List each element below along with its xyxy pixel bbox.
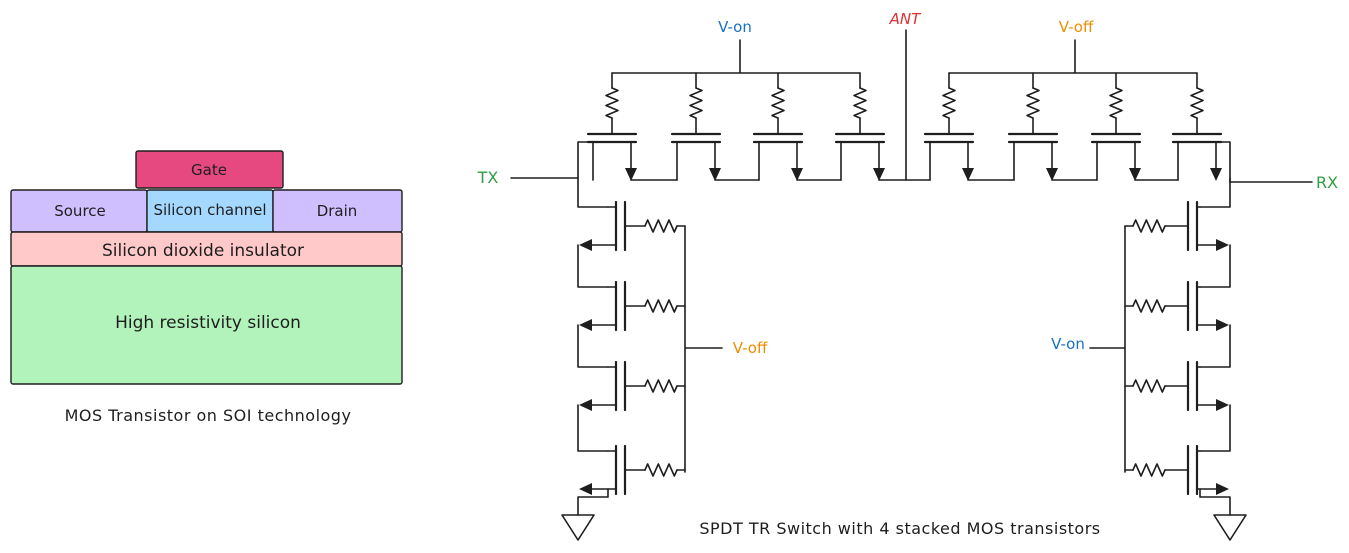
v-off-top-label: V-off: [1059, 18, 1094, 36]
shunt-rx-4-arrow: [1216, 483, 1229, 495]
series-tx-3-arrow: [791, 168, 803, 181]
series-rx-1-resistor: [942, 87, 956, 119]
series-rx-4-terminals: [1177, 141, 1217, 181]
shunt-rx-4-terminals: [1196, 450, 1217, 490]
shunt-rx-3-resistor: [1132, 379, 1166, 393]
series-rx-3-arrow: [1129, 168, 1141, 181]
shunt-rx-1-resistor: [1132, 219, 1166, 233]
v-off-left-bus: [684, 225, 723, 473]
ant-label: ANT: [889, 10, 922, 28]
series-rx-3-resistor: [1109, 87, 1123, 119]
v-on-right-label: V-on: [1051, 335, 1085, 353]
ground-rx-icon: [1213, 514, 1247, 541]
shunt-rx-2-arrow: [1216, 319, 1229, 331]
v-on-right-bus: [1089, 225, 1126, 473]
shunt-rx-1-terminals: [1196, 206, 1217, 246]
v-off-left-label: V-off: [733, 339, 768, 357]
shunt-rx-4-resistor: [1132, 463, 1166, 477]
shunt-tx-4-resistor: [644, 463, 678, 477]
soi-cross-section: Gate Source Silicon channel Drain Silico…: [10, 150, 403, 425]
series-tx-1-arrow: [625, 168, 637, 181]
series-tx-4-terminals: [840, 141, 880, 181]
series-tx-4-arrow: [873, 168, 885, 181]
shunt-tx-2-terminals: [591, 286, 617, 326]
rx-label: RX: [1316, 173, 1338, 192]
shunt-tx-2-resistor: [644, 299, 678, 313]
series-chain-wires: [577, 141, 1231, 183]
shunt-rx-2-resistor: [1132, 299, 1166, 313]
shunt-rx-3-terminals: [1196, 366, 1217, 406]
series-rx-2-resistor: [1026, 87, 1040, 119]
shunt-tx-3-resistor: [644, 379, 678, 393]
series-tx-2-terminals: [676, 141, 716, 181]
gate-label: Gate: [191, 161, 227, 179]
tx-label: TX: [477, 168, 499, 187]
substrate-label: High resistivity silicon: [115, 313, 301, 333]
v-on-top-label: V-on: [718, 18, 752, 36]
shunt-tx-3-arrow: [579, 399, 592, 411]
series-tx-4-resistor: [853, 87, 867, 119]
silicon-channel-label: Silicon channel: [153, 201, 266, 219]
series-rx-1-terminals: [929, 141, 969, 181]
shunt-tx-1-resistor: [644, 219, 678, 233]
insulator-label: Silicon dioxide insulator: [102, 241, 304, 261]
gate-block: [135, 150, 284, 189]
shunt-tx-stack-wires: [577, 177, 609, 516]
shunt-tx-4-arrow: [579, 483, 592, 495]
circuit-transistors: [561, 72, 1247, 541]
soi-caption: MOS Transistor on SOI technology: [65, 406, 352, 425]
shunt-rx-2-terminals: [1196, 286, 1217, 326]
series-rx-4-resistor: [1190, 87, 1204, 119]
series-rx-1-arrow: [962, 168, 974, 181]
series-tx-2-resistor: [689, 87, 703, 119]
series-tx-1-resistor: [605, 87, 619, 119]
shunt-rx-3-arrow: [1216, 399, 1229, 411]
v-off-top-bus: [948, 39, 1198, 74]
shunt-tx-4-terminals: [591, 450, 617, 490]
circuit-caption: SPDT TR Switch with 4 stacked MOS transi…: [699, 519, 1100, 538]
series-rx-2-terminals: [1013, 141, 1053, 181]
series-rx-3-terminals: [1096, 141, 1136, 181]
series-rx-4-arrow: [1210, 168, 1222, 181]
series-tx-2-arrow: [709, 168, 721, 181]
circuit-static: [510, 29, 1313, 473]
series-tx-3-terminals: [758, 141, 798, 181]
series-tx-1-terminals: [592, 141, 632, 181]
series-rx-2-arrow: [1046, 168, 1058, 181]
series-tx-3-resistor: [771, 87, 785, 119]
shunt-tx-3-terminals: [591, 366, 617, 406]
source-label: Source: [54, 202, 106, 220]
v-on-top-bus: [611, 39, 861, 74]
ground-tx-icon: [561, 514, 595, 541]
substrate-block: [10, 265, 403, 385]
shunt-tx-1-arrow: [579, 239, 592, 251]
shunt-tx-1-terminals: [591, 206, 617, 246]
shunt-rx-stack-wires: [1199, 177, 1231, 516]
shunt-rx-1-arrow: [1216, 239, 1229, 251]
drain-label: Drain: [317, 202, 358, 220]
shunt-tx-2-arrow: [579, 319, 592, 331]
